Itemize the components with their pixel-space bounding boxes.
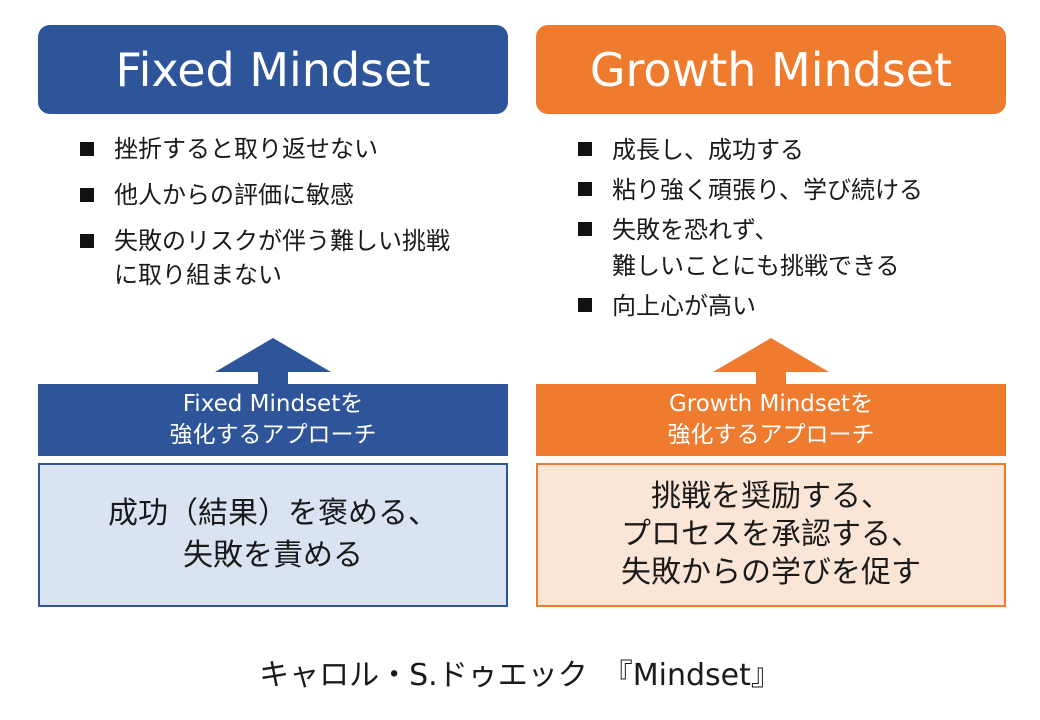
list-item: 成長し、成功する [578,132,998,168]
up-arrow-stem [756,370,786,388]
black-square-bullet-icon [578,182,592,196]
growth-approach-box: 挑戦を奨励する、 プロセスを承認する、 失敗からの学びを促す [536,463,1006,607]
trait-text: 成長し、成功する [612,136,804,164]
list-item: 挫折すると取り返せない [80,132,500,166]
black-square-bullet-icon [578,142,592,156]
fixed-mindset-column: Fixed Mindset 挫折すると取り返せない 他人からの評価に敏感 失敗の… [38,0,508,720]
growth-approach-label: Growth Mindsetを 強化するアプローチ [536,384,1006,456]
black-square-bullet-icon [80,234,94,248]
growth-mindset-traits: 成長し、成功する 粘り強く頑張り、学び続ける 失敗を恐れず、 難しいことにも挑戦… [578,132,998,328]
black-square-bullet-icon [578,222,592,236]
trait-text: 挫折すると取り返せない [114,135,378,163]
list-item: 失敗を恐れず、 難しいことにも挑戦できる [578,212,998,284]
trait-text: 失敗を恐れず、 難しいことにも挑戦できる [612,216,900,280]
fixed-approach-box: 成功（結果）を褒める、 失敗を責める [38,463,508,607]
list-item: 他人からの評価に敏感 [80,178,500,212]
up-arrow-icon [713,338,829,372]
growth-mindset-column: Growth Mindset 成長し、成功する 粘り強く頑張り、学び続ける 失敗… [536,0,1006,720]
up-arrow-icon [215,338,331,372]
trait-text: 粘り強く頑張り、学び続ける [612,176,924,204]
growth-mindset-title: Growth Mindset [536,25,1006,114]
black-square-bullet-icon [578,298,592,312]
trait-text: 他人からの評価に敏感 [114,181,354,209]
black-square-bullet-icon [80,188,94,202]
trait-text: 向上心が高い [612,292,756,320]
trait-text: 失敗のリスクが伴う難しい挑戦 に取り組まない [114,227,450,289]
fixed-mindset-title: Fixed Mindset [38,25,508,114]
list-item: 失敗のリスクが伴う難しい挑戦 に取り組まない [80,224,500,292]
fixed-approach-label: Fixed Mindsetを 強化するアプローチ [38,384,508,456]
black-square-bullet-icon [80,142,94,156]
citation: キャロル・S.ドゥエック 『Mindset』 [259,658,781,693]
fixed-mindset-traits: 挫折すると取り返せない 他人からの評価に敏感 失敗のリスクが伴う難しい挑戦 に取… [80,132,500,304]
up-arrow-stem [258,370,288,388]
list-item: 向上心が高い [578,288,998,324]
list-item: 粘り強く頑張り、学び続ける [578,172,998,208]
